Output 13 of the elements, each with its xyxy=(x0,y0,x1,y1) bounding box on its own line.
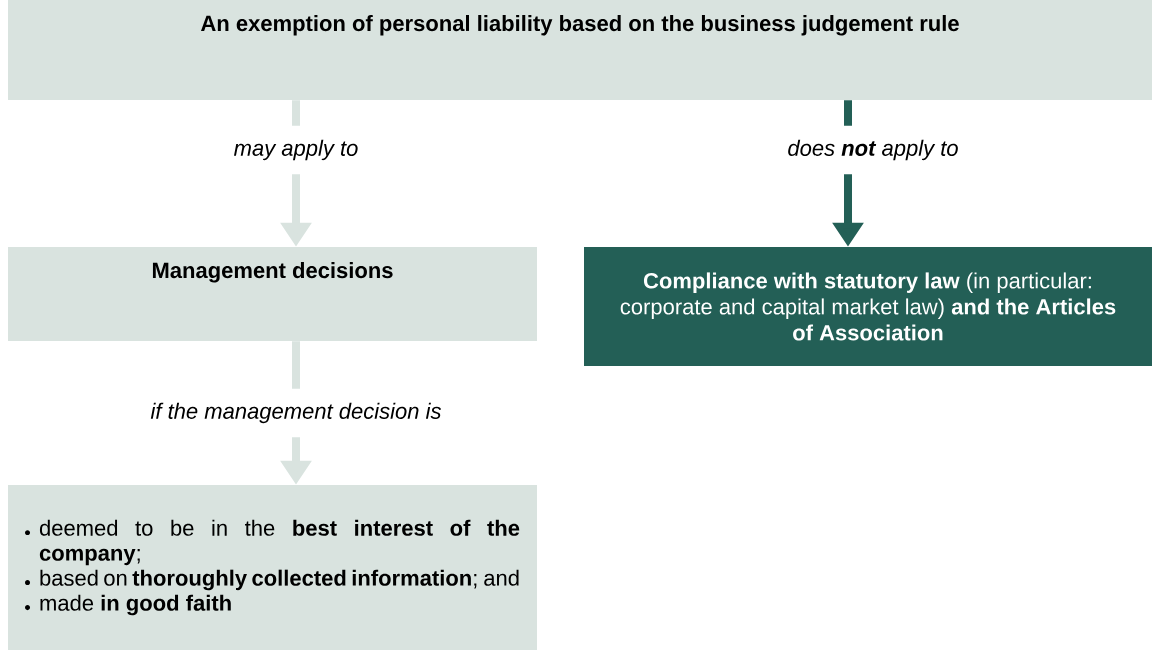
box-text: Compliance with statutory law (in particular: corporate and capital market law) and the Articles of Association xyxy=(620,272,1116,341)
criteria-box xyxy=(8,485,537,650)
heading: Management decisions xyxy=(152,262,393,283)
heading-box xyxy=(8,247,537,341)
edge-label: may apply to xyxy=(225,125,367,175)
bullet-item: deemed to be in the best interest of the company; xyxy=(39,519,520,566)
bullet-item: based on thoroughly collected information; and xyxy=(40,569,519,591)
bullet-item: made in good faith xyxy=(40,594,231,616)
highlight-box xyxy=(584,247,1152,366)
edge-label: does not apply to xyxy=(779,125,967,175)
edge-label: if the management decision is xyxy=(142,388,450,438)
heading: An exemption of personal liability based on the business judgement rule xyxy=(201,15,959,36)
heading-box xyxy=(8,0,1152,100)
